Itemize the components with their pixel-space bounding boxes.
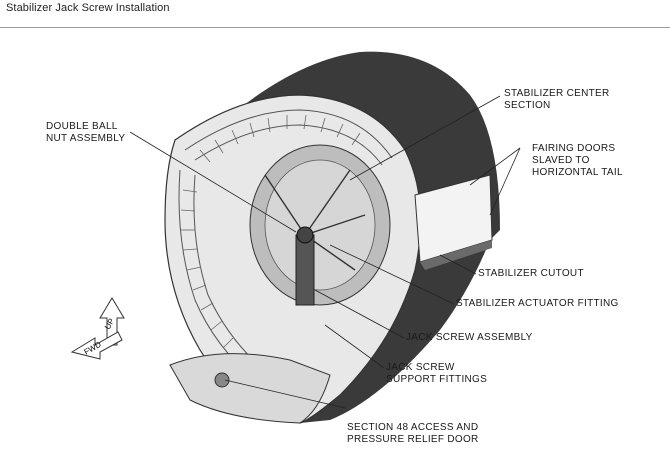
label-section-48-access: SECTION 48 ACCESS AND PRESSURE RELIEF DO…	[347, 422, 479, 445]
title-divider	[0, 27, 670, 28]
label-stabilizer-cutout: STABILIZER CUTOUT	[478, 268, 584, 279]
label-jack-screw-assembly: JACK SCREW ASSEMBLY	[406, 332, 533, 343]
label-jack-screw-support-fittings: JACK SCREW SUPPORT FITTINGS	[386, 362, 488, 385]
label-stabilizer-center-section: STABILIZER CENTER SECTION	[504, 88, 610, 111]
page-title: Stabilizer Jack Screw Installation	[6, 2, 170, 14]
leader-lines	[129, 95, 521, 409]
up-fwd-direction-arrows	[70, 297, 125, 360]
jack-screw-body	[295, 234, 315, 306]
label-fairing-doors: FAIRING DOORS SLAVED TO HORIZONTAL TAIL	[532, 143, 623, 178]
actuator-struts	[264, 169, 366, 271]
label-stabilizer-actuator-fitting: STABILIZER ACTUATOR FITTING	[456, 298, 619, 309]
label-double-ball-nut-assembly: DOUBLE BALL NUT ASSEMBLY	[46, 121, 126, 144]
access-door-panel	[169, 353, 331, 424]
